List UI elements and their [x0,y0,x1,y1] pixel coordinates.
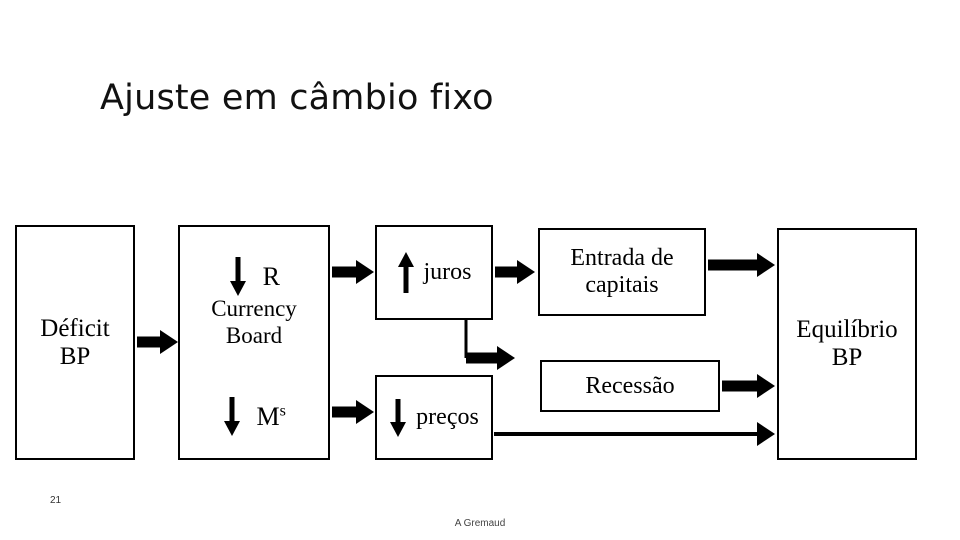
currency-board-money-row: Ms [180,395,328,437]
box-recessao[interactable]: Recessão [540,360,720,412]
box-equilibrio-bp[interactable]: Equilíbrio BP [777,228,917,460]
box-entrada-capitais[interactable]: Entrada de capitais [538,228,706,316]
currency-board-line1: Currency [211,296,297,321]
currency-board-line2: Board [225,323,283,349]
box-precos[interactable]: preços [375,375,493,460]
box-deficit-line1: Déficit [40,314,110,342]
currency-board-money-label: M [256,402,280,431]
down-arrow-icon [230,257,247,296]
box-equilibrio-line2: BP [831,344,863,371]
connector-recessao-to-equilibrio [722,374,775,398]
down-arrow-icon [390,398,407,437]
box-entrada-line1: Entrada de [570,245,674,272]
down-arrow-icon [224,397,241,436]
connector-juros-to-entrada-capitais [495,260,535,284]
page-number: 21 [50,495,62,506]
connector-precos-to-equilibrio [494,422,775,446]
box-equilibrio-line1: Equilíbrio [796,316,898,343]
box-juros-label: juros [423,259,472,286]
box-recessao-label: Recessão [585,372,675,399]
currency-board-reserves-row: R [180,255,328,297]
box-precos-label: preços [416,404,479,431]
page-title: Ajuste em câmbio fixo [100,78,494,118]
box-juros[interactable]: juros [375,225,493,320]
currency-board-reserves-label: R [262,262,280,291]
currency-board-inner: R Currency Board Ms [180,227,328,458]
box-deficit-bp[interactable]: Déficit BP [15,225,135,460]
box-currency-board[interactable]: R Currency Board Ms [178,225,330,460]
up-arrow-icon [397,251,414,293]
footer-credit: A Gremaud [454,518,506,529]
box-deficit-line2: BP [59,342,91,370]
box-entrada-line2: capitais [585,272,659,298]
connector-deficit-to-currency-board [137,330,178,354]
connector-currency-board-to-juros [332,260,374,284]
currency-board-money-superscript: s [279,402,286,420]
currency-board-name: Currency Board [180,295,328,349]
connector-entrada-capitais-to-equilibrio [708,253,775,277]
connector-currency-board-to-precos [332,400,374,424]
connector-juros-to-recessao [464,320,515,370]
